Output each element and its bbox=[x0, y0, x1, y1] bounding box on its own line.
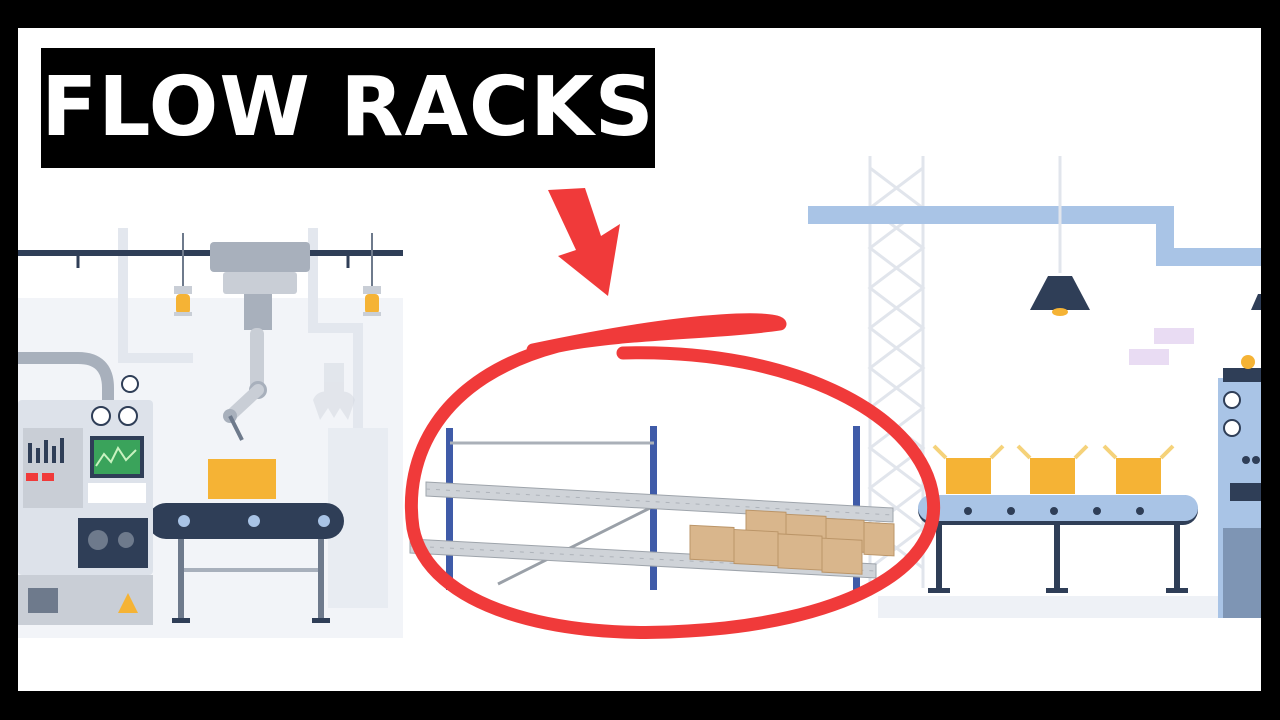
conveyor-belt bbox=[148, 503, 344, 623]
highlight-circle-icon bbox=[404, 313, 941, 639]
floor-strip bbox=[878, 596, 1261, 618]
carton-row-lower bbox=[689, 524, 863, 575]
title-text: FLOW RACKS bbox=[41, 60, 655, 155]
bg-pipe bbox=[308, 228, 363, 448]
thumbnail-canvas: FLOW RACKS bbox=[18, 28, 1261, 691]
robot-arm-icon bbox=[210, 242, 310, 441]
control-panel-icon bbox=[1218, 355, 1261, 618]
pendant-lamp-icon bbox=[1251, 294, 1261, 310]
air-duct bbox=[808, 206, 1261, 266]
down-arrow-icon bbox=[548, 188, 620, 296]
flow-rack-illustration bbox=[409, 426, 895, 592]
right-factory-illustration bbox=[808, 156, 1261, 618]
title-banner: FLOW RACKS bbox=[41, 48, 655, 168]
pendant-lamp-icon bbox=[174, 233, 192, 316]
left-factory-illustration bbox=[18, 228, 403, 638]
wall-brick bbox=[1154, 328, 1194, 344]
rack-upright bbox=[446, 428, 453, 590]
factory-scene bbox=[18, 156, 1261, 639]
wall-brick bbox=[1129, 349, 1169, 365]
pendant-lamp-icon bbox=[363, 233, 381, 316]
bg-pipe bbox=[118, 228, 193, 363]
control-panel-icon bbox=[18, 352, 153, 625]
pendant-lamp-icon bbox=[1030, 156, 1090, 316]
carton-row bbox=[932, 444, 1175, 494]
conveyor-belt bbox=[918, 495, 1198, 593]
gripper-icon bbox=[313, 363, 355, 420]
product-box bbox=[208, 459, 276, 499]
